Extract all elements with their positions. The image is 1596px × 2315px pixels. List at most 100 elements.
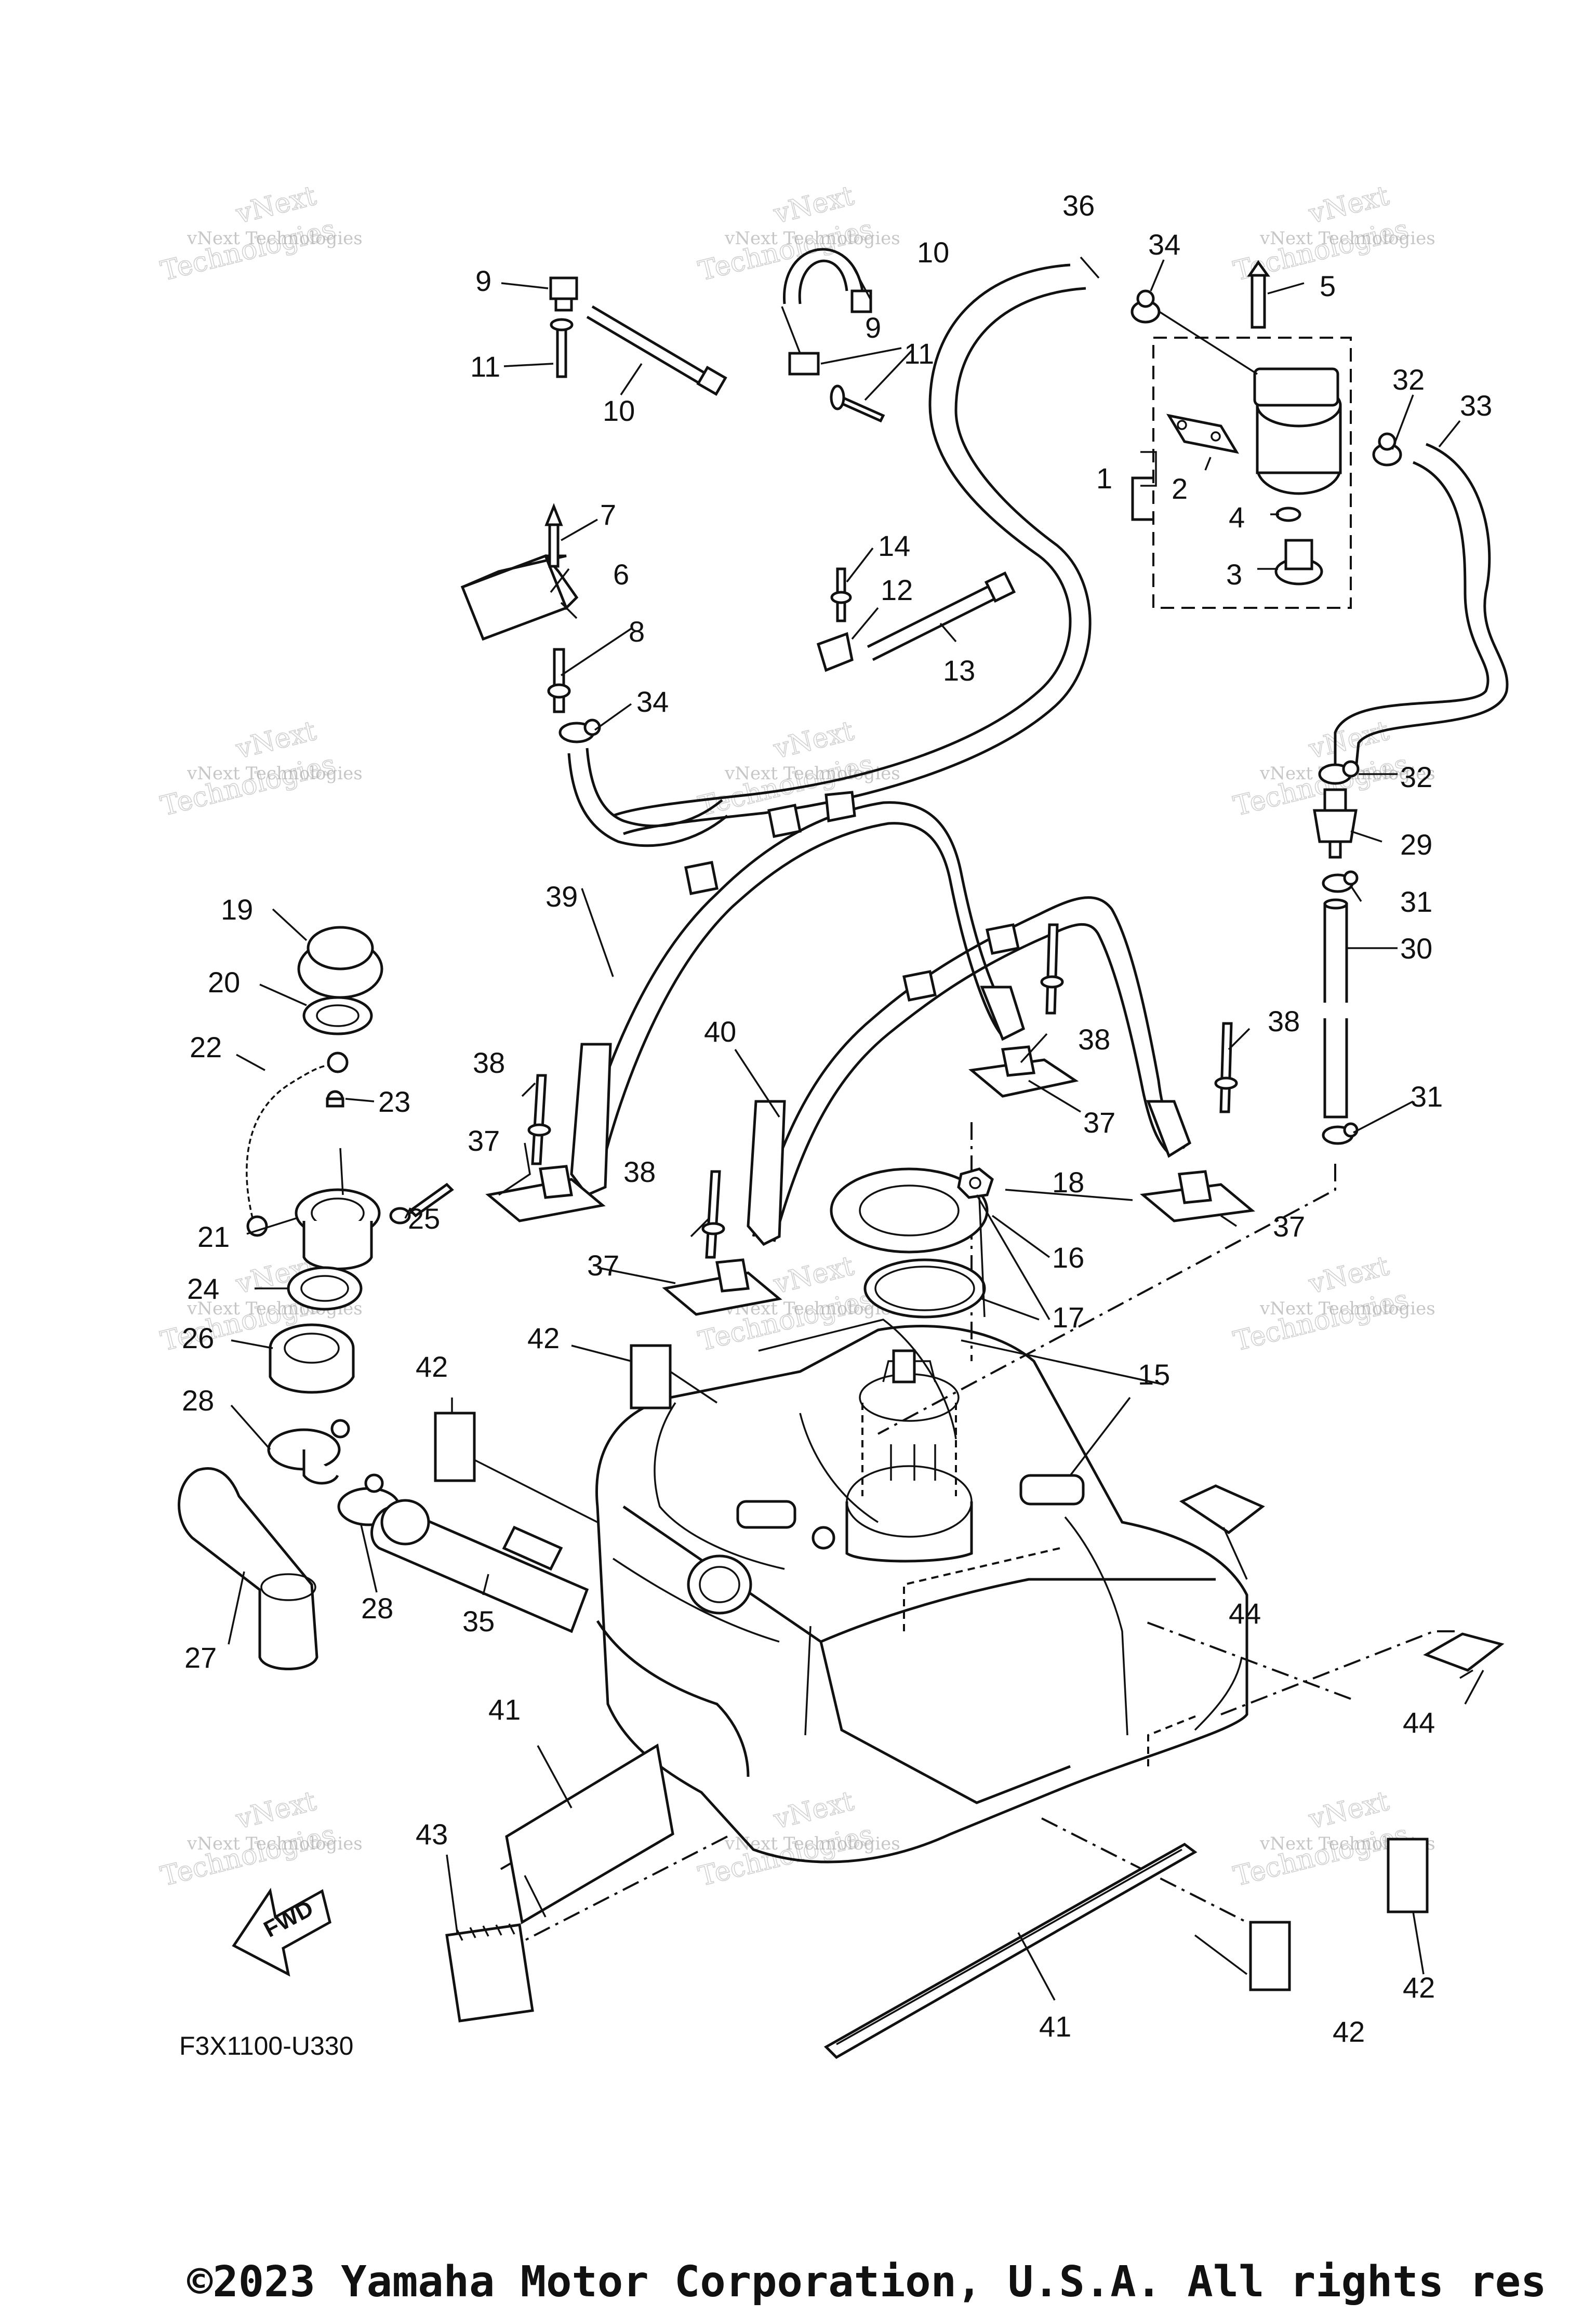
callout-44: 44 [1403,1706,1435,1739]
watermark: vNext vNext Technologies Technologies [157,180,363,288]
hose-clamp [1130,289,1161,324]
bolt [1214,1022,1238,1113]
callout-13: 13 [943,654,975,687]
hose-clamp [1322,1122,1359,1145]
pad [434,1412,476,1482]
watermark: vNext vNext Technologies Technologies [1230,1250,1435,1358]
filler-hose-inner [370,1499,589,1633]
fuel-filter-assembly [1131,260,1352,609]
hose-clamp [1318,760,1360,785]
callout-30: 30 [1400,932,1432,965]
filter-bolt [1251,274,1266,329]
hose-clamp [1322,870,1359,893]
fuel-tank [595,1319,1248,1864]
resistor-box [460,554,579,641]
callout-28: 28 [361,1592,393,1625]
callout-37: 37 [587,1249,619,1282]
callout-41: 41 [1039,2010,1071,2043]
leader-lines [228,256,1484,2001]
hose-clamp [1372,432,1402,467]
callout-37: 37 [468,1124,500,1157]
retaining-ring [830,1167,989,1254]
gasket [863,1258,986,1319]
callout-11: 11 [470,350,500,383]
pad [1249,1921,1291,1991]
callout-36: 36 [1062,189,1095,222]
callout-21: 21 [197,1220,230,1253]
filler-cap [297,926,383,999]
tank-strap [747,896,1192,1246]
callout-5: 5 [1320,270,1336,302]
callout-16: 16 [1052,1241,1084,1274]
rivet [544,503,563,568]
watermark: vNext vNext Technologies Technologies [157,715,363,823]
callout-37: 37 [1273,1210,1305,1243]
tank-strap [570,791,1026,1197]
callout-numbers: 1 2 3 4 5 6 7 8 9 9 10 10 11 11 12 13 14… [182,189,1492,2048]
callout-1: 1 [1096,462,1112,495]
bolt [701,1170,725,1259]
watermarks: vNext vNext Technologies Technologies vN… [157,180,1435,1893]
cable-tie [586,305,727,396]
svg-text:vNext Technologies: vNext Technologies [187,228,363,249]
callout-9: 9 [865,311,881,344]
callout-31: 31 [1411,1080,1443,1113]
callout-42: 42 [416,1350,448,1383]
svg-text:vNext Technologies: vNext Technologies [724,763,900,784]
watermark: vNext vNext Technologies Technologies [695,180,900,288]
callout-11: 11 [904,337,934,370]
mat [823,1843,1198,2059]
svg-text:vNext Technologies: vNext Technologies [187,763,363,784]
pad [630,1344,672,1409]
nut [957,1167,994,1199]
hose-clamp [558,719,601,743]
callout-26: 26 [182,1322,214,1354]
callout-42: 42 [527,1322,560,1354]
diagram-code: F3X1100-U330 [179,2031,353,2060]
callout-37: 37 [1083,1106,1115,1139]
callout-4: 4 [1229,501,1245,534]
callout-44: 44 [1229,1597,1261,1630]
fuel-hose-33 [1334,443,1509,769]
callout-42: 42 [1333,2015,1365,2048]
callout-22: 22 [190,1031,222,1063]
cap-gasket [302,996,373,1035]
screw [326,1090,344,1108]
callout-19: 19 [221,893,253,926]
cable-tie [867,571,1016,661]
strap-bracket [662,1258,782,1316]
pad [1423,1632,1505,1672]
callout-41: 41 [488,1693,521,1726]
tank-mount-pad [812,1526,835,1550]
svg-text:vNext Technologies: vNext Technologies [1259,1298,1435,1319]
callout-14: 14 [878,529,910,562]
callout-20: 20 [208,966,240,999]
callout-40: 40 [704,1015,736,1048]
rubber-washer [287,1266,363,1311]
callout-18: 18 [1052,1166,1084,1199]
rubber-strip [445,1923,534,2023]
fuel-sender-unit [859,1349,960,1496]
mat [505,1743,674,1924]
callout-38: 38 [623,1155,656,1188]
rivet [550,318,574,378]
rivet [830,567,852,622]
breather-hose-36 [613,263,1092,835]
callout-38: 38 [1268,1005,1300,1037]
pad [1387,1838,1429,1913]
cable-clip [816,632,854,672]
callout-33: 33 [1460,389,1492,422]
strap-bracket [1140,1170,1255,1222]
callout-38: 38 [473,1046,505,1079]
rivet [830,384,885,423]
cable-clip [549,276,578,312]
callout-8: 8 [629,615,645,648]
callout-3: 3 [1226,558,1242,591]
callout-28: 28 [182,1384,214,1417]
callout-39: 39 [546,880,578,913]
callout-35: 35 [462,1605,495,1638]
tank-mount-pad [1019,1474,1085,1506]
bolt [527,1074,551,1165]
callout-32: 32 [1400,761,1432,793]
filter-head [1253,367,1339,407]
